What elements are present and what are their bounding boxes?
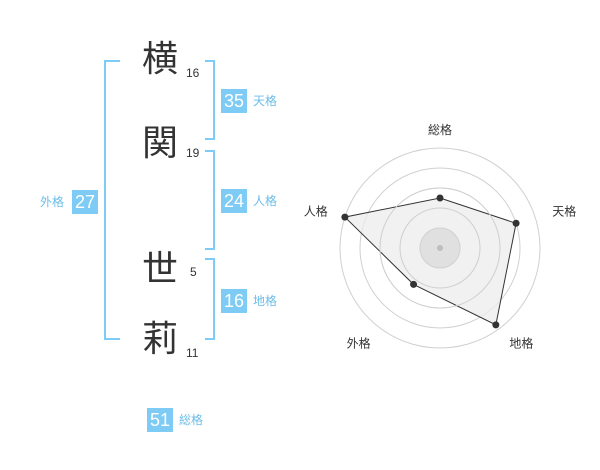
soukaku-value: 51 (147, 408, 173, 432)
gaikaku-value: 27 (72, 190, 98, 214)
radar-point-4 (341, 213, 349, 221)
name-char-1: 横 (142, 39, 179, 80)
radar-center-dot (437, 245, 443, 251)
radar-ring-5 (339, 147, 541, 349)
name-char-4: 莉 (142, 319, 179, 360)
tenkaku-label: 天格 (253, 94, 278, 108)
chikaku-value: 16 (221, 289, 247, 313)
stroke-count-4: 11 (186, 346, 199, 360)
radar-axis-label-3: 外格 (347, 335, 371, 350)
chikaku-bracket-bottom (205, 338, 215, 340)
radar-inner-ring-3 (379, 187, 501, 309)
jinkaku-bracket-vertical (213, 150, 215, 250)
radar-axis-label-2: 地格 (509, 335, 533, 350)
radar-ring-4 (359, 167, 521, 329)
radar-data-polygon (343, 197, 517, 326)
jinkaku-bracket-top (205, 150, 215, 152)
name-char-3: 世 (142, 249, 179, 290)
stroke-count-2: 19 (186, 146, 200, 160)
name-char-2: 関 (142, 123, 179, 164)
radar-inner-ring-2 (399, 207, 481, 289)
tenkaku-value: 35 (221, 89, 247, 113)
gaikaku-label: 外格 (40, 195, 65, 209)
jinkaku-label: 人格 (253, 194, 278, 208)
radar-point-3 (410, 280, 418, 288)
radar-axis-label-1: 天格 (552, 204, 576, 219)
tenkaku-bracket-top (205, 60, 215, 62)
radar-axis-label-4: 人格 (304, 204, 328, 219)
soukaku-label: 総格 (179, 413, 204, 427)
stroke-count-3: 5 (190, 265, 197, 279)
gaikaku-bracket-top (104, 60, 120, 62)
jinkaku-bracket-bottom (205, 248, 215, 250)
gaikaku-bracket-bottom (104, 338, 120, 340)
tenkaku-bracket-vertical (213, 60, 215, 140)
chikaku-label: 地格 (253, 294, 278, 308)
gaikaku-bracket-vertical (104, 60, 106, 340)
stroke-count-1: 16 (186, 66, 200, 80)
radar-point-2 (492, 321, 500, 329)
radar-inner-ring-1 (419, 227, 461, 269)
chikaku-bracket-top (205, 258, 215, 260)
radar-point-0 (436, 194, 444, 202)
radar-axis-label-0: 総格 (428, 122, 452, 137)
tenkaku-bracket-bottom (205, 138, 215, 140)
jinkaku-value: 24 (221, 189, 247, 213)
chikaku-bracket-vertical (213, 258, 215, 340)
radar-point-1 (512, 219, 520, 227)
